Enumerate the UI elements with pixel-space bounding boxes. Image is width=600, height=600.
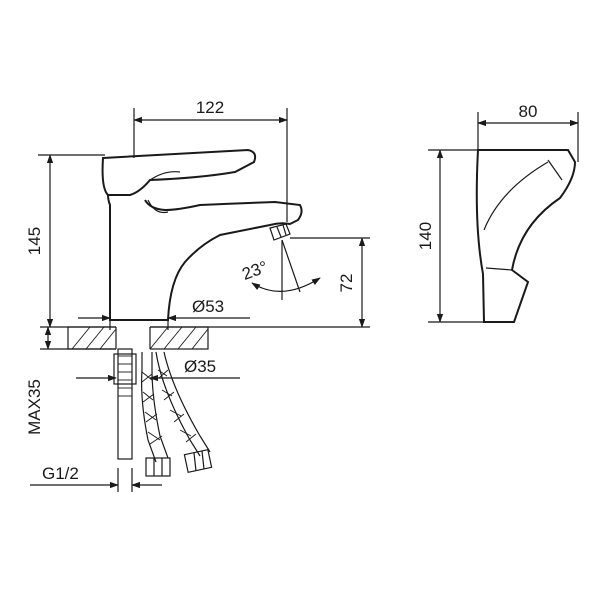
dim-80-label: 80 [519,102,538,121]
front-dimensions: 122 145 Ø53 72 23° Ø35 MAX35 G1/2 [25,98,370,492]
side-dimensions: 80 140 [416,102,579,323]
dim-dia53-label: Ø53 [192,297,224,316]
dim-thread-label: G1/2 [42,464,79,483]
shank-and-hoses [113,348,213,477]
dim-122-label: 122 [196,98,224,117]
mounting-surface [40,326,370,350]
dim-max35-label: MAX35 [25,379,44,435]
dim-dia35-label: Ø35 [184,357,216,376]
faucet-front-view [101,148,303,321]
faucet-side-view [475,149,577,323]
dim-140-label: 140 [416,222,435,250]
dim-72-label: 72 [337,274,356,293]
dim-angle-label: 23° [240,257,271,284]
dim-145-label: 145 [25,227,44,255]
